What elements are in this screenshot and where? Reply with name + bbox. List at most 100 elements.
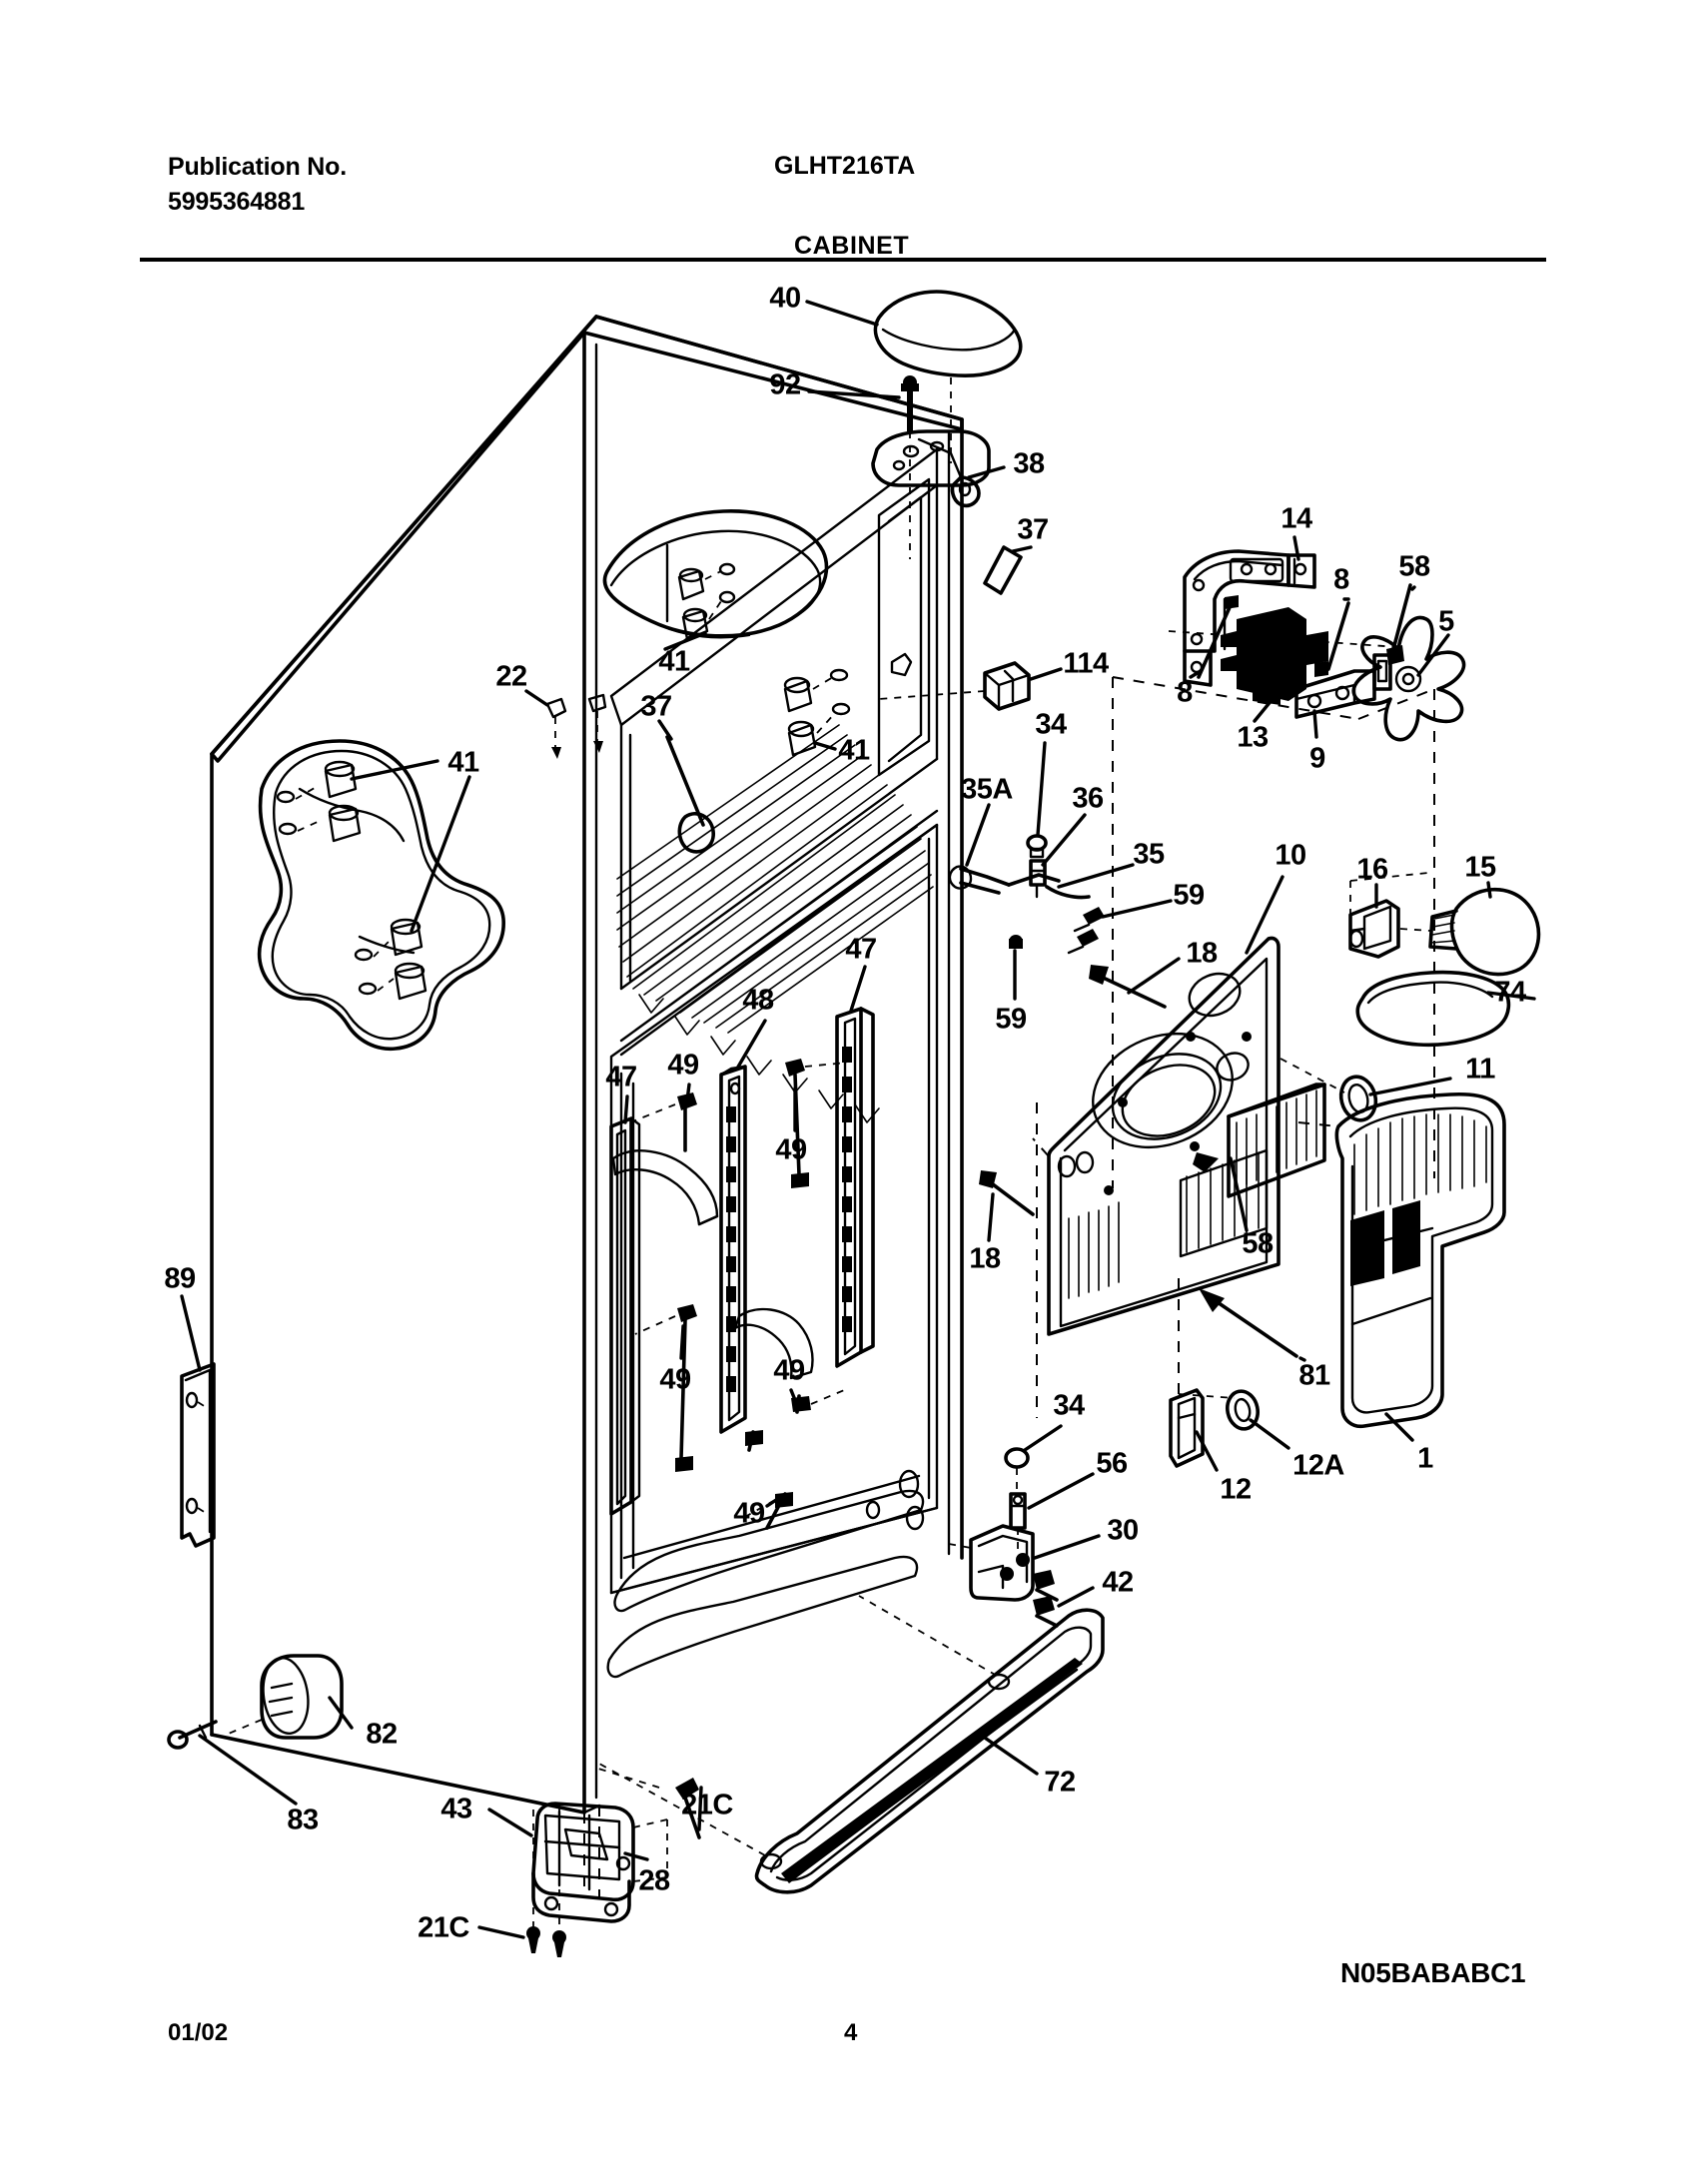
callout-58t: 58 [1398, 550, 1430, 583]
callout-43: 43 [440, 1793, 472, 1825]
leader-15 [1486, 881, 1492, 899]
leader-58-lower [1229, 1156, 1249, 1232]
cabinet-body [210, 315, 964, 1815]
model-number: GLHT216TA [774, 152, 916, 180]
leader-18-lower [987, 1192, 995, 1242]
part-34-pin-lower [1004, 1447, 1030, 1492]
fresh-food-compartment [606, 823, 939, 1679]
part-56-pin [1009, 1492, 1027, 1564]
leader-72 [977, 1732, 1039, 1776]
leader-21C-lower [477, 1925, 525, 1939]
part-8-screw-right [1314, 601, 1350, 677]
callout-81: 81 [1298, 1359, 1330, 1392]
callout-8l: 8 [1177, 676, 1193, 709]
part-49-screws [634, 1059, 850, 1530]
part-11-grommet [1338, 1075, 1378, 1122]
leader-35A [965, 803, 991, 867]
callout-21Ca: 21C [681, 1789, 733, 1821]
part-58-evap-cover [1227, 1083, 1326, 1198]
part-92-screw [901, 375, 919, 431]
callout-59b: 59 [995, 1003, 1027, 1036]
footer-drawing-code: N05BABABC1 [1340, 1957, 1526, 1988]
part-47-shelf-ladder-right [835, 1007, 875, 1368]
leader-58-top [1410, 585, 1416, 591]
part-1-air-duct [1334, 1092, 1506, 1429]
callout-34t: 34 [1035, 708, 1067, 741]
callout-92: 92 [769, 368, 801, 401]
part-42-screws [1033, 1570, 1059, 1628]
leader-49-e [765, 1496, 781, 1508]
callout-47a: 47 [845, 933, 877, 966]
callout-18b: 18 [969, 1242, 1001, 1275]
part-74-light-lens [1355, 970, 1511, 1048]
part-22-screw-2 [587, 693, 607, 753]
callout-11: 11 [1465, 1053, 1495, 1086]
part-43-bottom-hinge [531, 1802, 635, 1923]
publication-label: Publication No. [168, 153, 347, 181]
part-89-side-bracket [180, 1362, 216, 1548]
part-15-light-bulb [1428, 887, 1541, 977]
leader-49-c [679, 1324, 685, 1360]
leader-89 [180, 1294, 202, 1372]
part-35-rod [1045, 885, 1091, 900]
callout-82: 82 [366, 1718, 398, 1751]
leader-56 [1027, 1472, 1095, 1510]
leader-114 [1029, 667, 1063, 681]
leader-59-a [1101, 899, 1173, 919]
callout-49b: 49 [775, 1133, 807, 1166]
evaporator-fins [616, 724, 934, 1034]
callout-89: 89 [164, 1262, 196, 1295]
part-58-screw-top [1386, 583, 1412, 665]
callout-13: 13 [1237, 721, 1269, 754]
leader-47-right [849, 965, 867, 1013]
part-41-grommet-top [602, 509, 829, 641]
callout-114: 114 [1063, 647, 1109, 680]
part-18-rod-lower [979, 1170, 1035, 1216]
leader-12 [1195, 1430, 1219, 1472]
callout-14: 14 [1281, 502, 1312, 535]
leader-92 [807, 389, 901, 399]
part-12A-grommet [1226, 1389, 1260, 1431]
callout-18a: 18 [1186, 937, 1218, 970]
callout-49c: 49 [659, 1363, 691, 1396]
part-83-screw [167, 1720, 218, 1750]
callout-83: 83 [287, 1804, 319, 1836]
part-114-clip [983, 661, 1031, 711]
part-35A-rod [948, 865, 1061, 895]
callout-41c: 41 [447, 746, 479, 779]
leader-11 [1368, 1077, 1452, 1096]
part-36-pin [1029, 859, 1047, 899]
callout-74: 74 [1494, 976, 1526, 1009]
ladder-slots-center [726, 1106, 736, 1392]
callout-9: 9 [1309, 742, 1325, 775]
callout-5: 5 [1438, 605, 1454, 638]
leader-38 [967, 465, 1006, 479]
leader-22 [524, 689, 549, 707]
footer-date: 01/02 [168, 2019, 229, 2046]
callout-12A: 12A [1292, 1449, 1344, 1482]
ladder-slots-right [842, 1047, 852, 1332]
leader-41-left-b [410, 775, 471, 933]
leader-12A [1249, 1418, 1290, 1450]
header-divider [140, 258, 1546, 262]
leader-28 [623, 1851, 649, 1861]
part-34-pin [1026, 834, 1048, 859]
callout-48: 48 [742, 984, 774, 1017]
part-82-roller [260, 1654, 344, 1740]
leader-47-left [623, 1094, 629, 1124]
callout-37t: 37 [1017, 513, 1049, 546]
part-72-kickplate [598, 1595, 1105, 1894]
callout-41b: 41 [838, 734, 870, 767]
leader-30 [1033, 1534, 1101, 1560]
part-21C-screws [526, 1806, 566, 1957]
publication-block: Publication No. 5995364881 [168, 150, 347, 219]
part-59-screws [1067, 907, 1105, 955]
part-47-shelf-ladder-left [609, 1116, 641, 1516]
part-30-hinge-bracket [948, 1524, 1035, 1602]
part-40-hinge-cover [873, 290, 1023, 377]
leader-18-upper [1127, 957, 1181, 995]
leader-42 [1057, 1586, 1095, 1608]
part-9-motor-mount [1294, 653, 1392, 719]
callout-8r: 8 [1333, 563, 1349, 596]
